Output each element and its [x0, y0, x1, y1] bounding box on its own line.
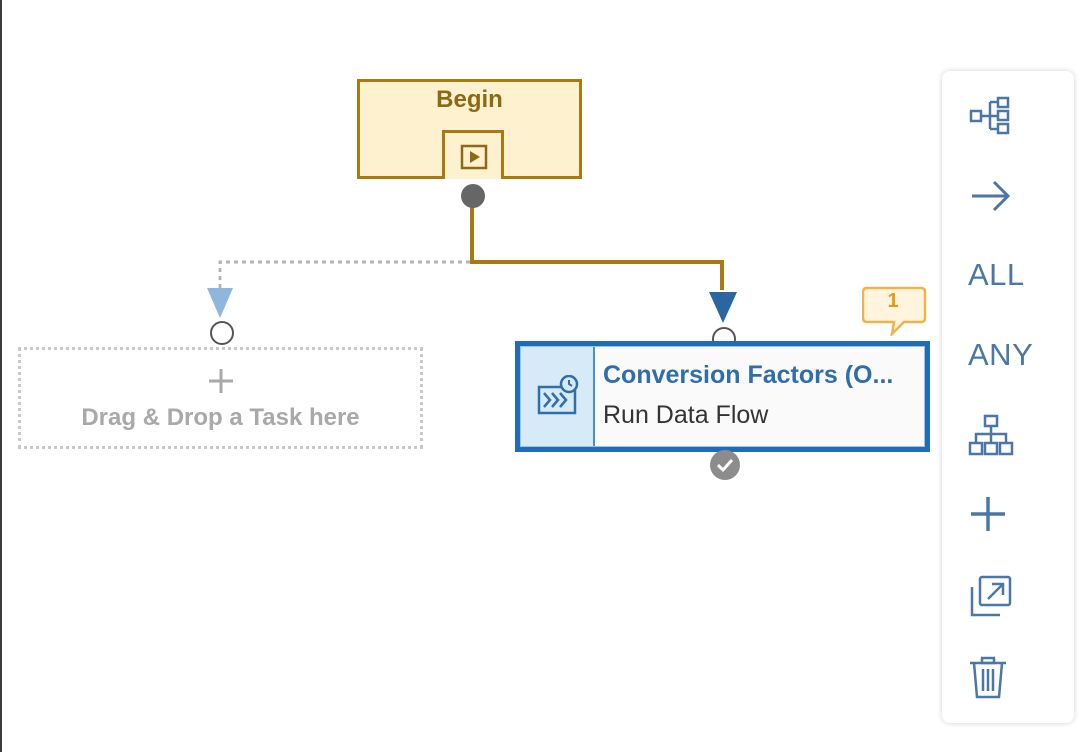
comment-icon: [861, 286, 927, 338]
task-arrowhead: [709, 292, 737, 323]
task-connector: [470, 196, 724, 290]
begin-node[interactable]: Begin: [357, 79, 582, 179]
dependency-tree-button[interactable]: [942, 79, 1074, 149]
any-button[interactable]: ANY: [942, 319, 1074, 389]
drop-target-label: Drag & Drop a Task here: [81, 404, 360, 431]
comment-badge[interactable]: 1: [861, 286, 928, 341]
begin-label: Begin: [436, 86, 503, 113]
hierarchy-right-icon: [969, 96, 1010, 135]
org-chart-icon: [968, 414, 1014, 456]
node-toolbar: ALL ANY: [942, 71, 1074, 723]
begin-output-port: [461, 184, 485, 208]
play-icon: [460, 144, 488, 170]
task-node-conversion-factors[interactable]: Conversion Factors (O... Run Data Flow: [515, 341, 930, 452]
begin-play-button[interactable]: [442, 130, 504, 179]
task-subtitle: Run Data Flow: [603, 401, 769, 429]
structure-button[interactable]: [942, 399, 1074, 469]
add-icon: [21, 366, 420, 401]
all-label: ALL: [968, 257, 1025, 292]
task-drop-target[interactable]: Drag & Drop a Task here: [18, 347, 423, 449]
task-type-icon-box: [521, 347, 595, 446]
trash-icon: [970, 656, 1006, 699]
all-button[interactable]: ALL: [942, 239, 1074, 309]
connect-button[interactable]: [942, 159, 1074, 229]
arrow-right-icon: [972, 180, 1011, 212]
placeholder-input-port: [210, 321, 234, 345]
placeholder-connector: [218, 260, 470, 290]
open-button[interactable]: [942, 559, 1074, 629]
panel-divider: [0, 0, 2, 752]
any-label: ANY: [968, 337, 1034, 372]
task-title: Conversion Factors (O...: [603, 361, 894, 389]
success-check-icon[interactable]: [708, 448, 742, 482]
plus-icon: [971, 497, 1005, 531]
add-button[interactable]: [942, 479, 1074, 549]
comment-count: 1: [887, 290, 899, 312]
placeholder-arrowhead: [207, 288, 233, 318]
delete-button[interactable]: [942, 641, 1074, 711]
dataflow-schedule-icon: [537, 375, 579, 415]
open-external-icon: [970, 575, 1012, 617]
